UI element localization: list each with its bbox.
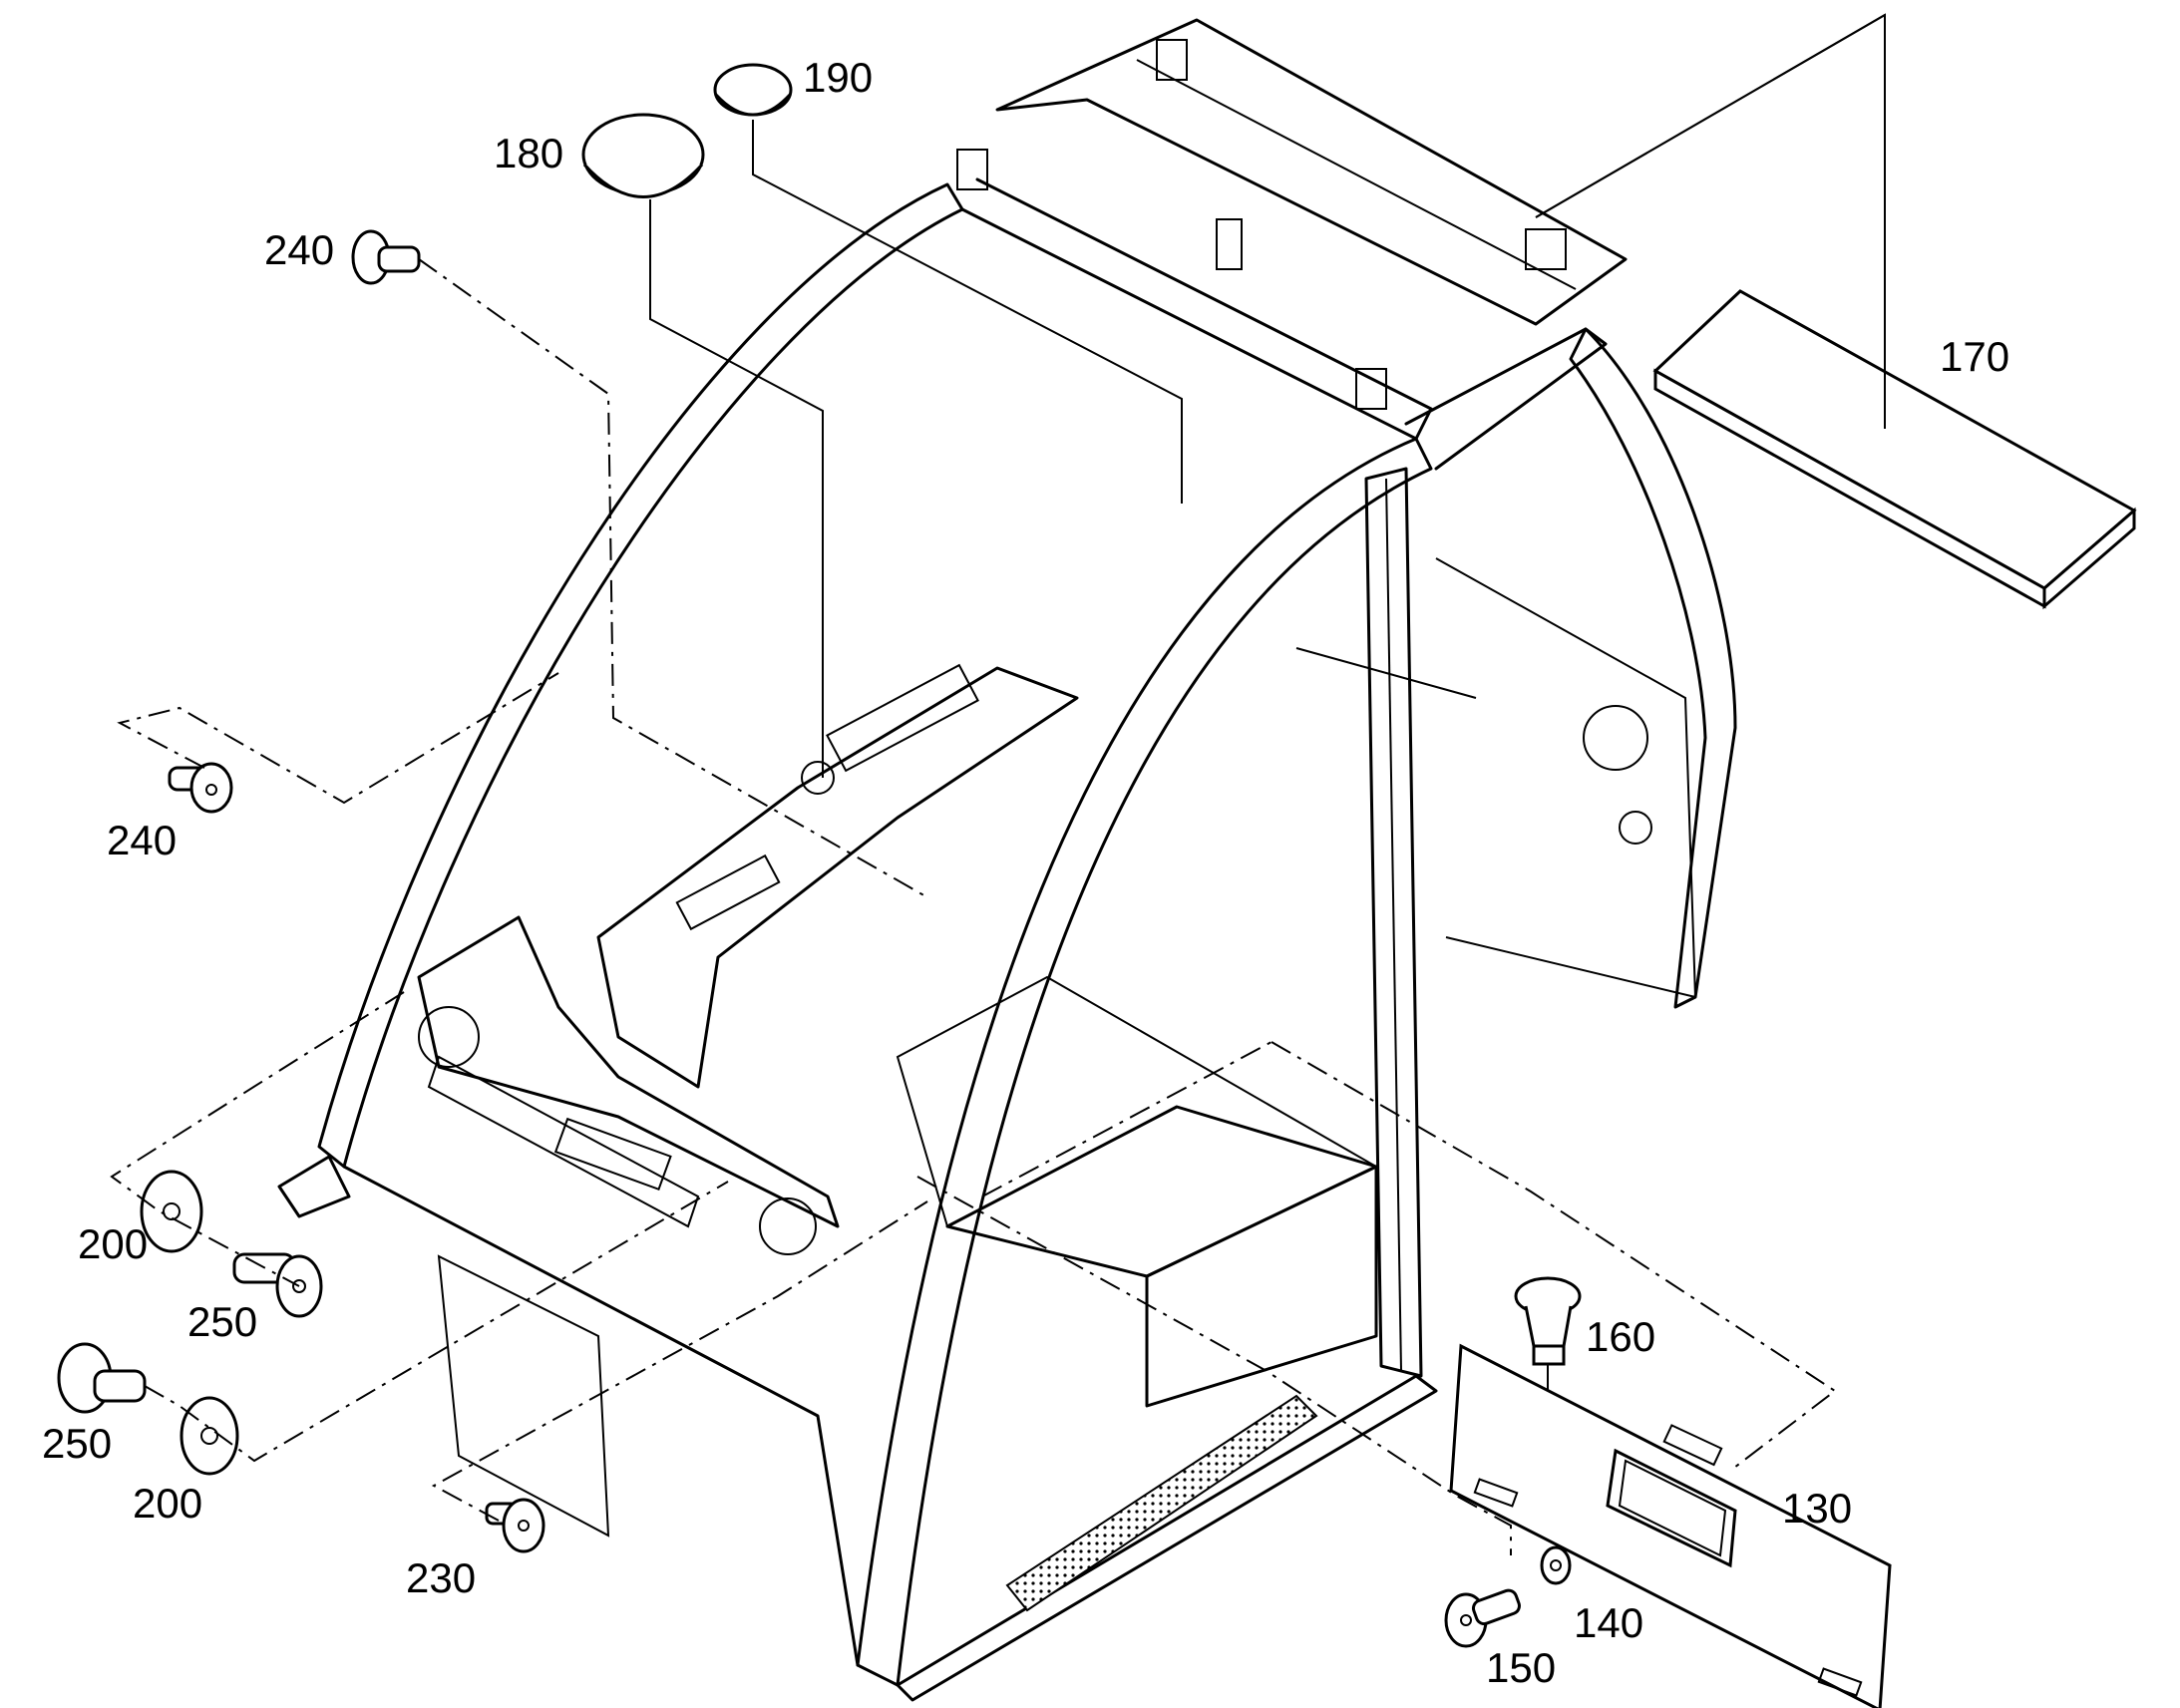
callout-230: 230 (406, 1554, 476, 1601)
callout-250-upper: 250 (187, 1298, 257, 1345)
part-200-washer-lower (180, 1396, 239, 1476)
cab-frame (277, 18, 1737, 1702)
leader-lines (649, 13, 1886, 1391)
part-150-bolt (1444, 1588, 1521, 1648)
part-130-panel (1449, 1343, 1892, 1708)
callout-190: 190 (803, 54, 873, 101)
callout-130: 130 (1782, 1485, 1852, 1532)
part-240-screw-upper (351, 229, 421, 285)
part-190-cap (713, 63, 793, 117)
callout-180: 180 (494, 130, 563, 176)
part-180-cap (581, 113, 705, 198)
callout-250-lower: 250 (42, 1420, 112, 1467)
part-240-screw-lower (168, 762, 233, 814)
callout-240-lower: 240 (107, 817, 177, 863)
part-250-bolt-lower (57, 1342, 147, 1414)
callout-labels: 190 180 240 170 240 200 250 250 200 230 … (42, 54, 2009, 1691)
callout-240-upper: 240 (264, 226, 334, 273)
callout-160: 160 (1586, 1313, 1655, 1360)
assembly-lines (110, 258, 1837, 1555)
callout-170: 170 (1940, 333, 2009, 380)
callout-200-upper: 200 (78, 1220, 148, 1267)
part-230-screw (485, 1498, 545, 1553)
part-170-pad (1652, 289, 2137, 610)
part-140-washer (1540, 1545, 1572, 1585)
callout-200-lower: 200 (133, 1480, 202, 1527)
part-160-plug (1514, 1276, 1582, 1366)
callout-140: 140 (1574, 1599, 1643, 1646)
part-200-washer-upper (140, 1170, 203, 1253)
callout-150: 150 (1486, 1644, 1556, 1691)
